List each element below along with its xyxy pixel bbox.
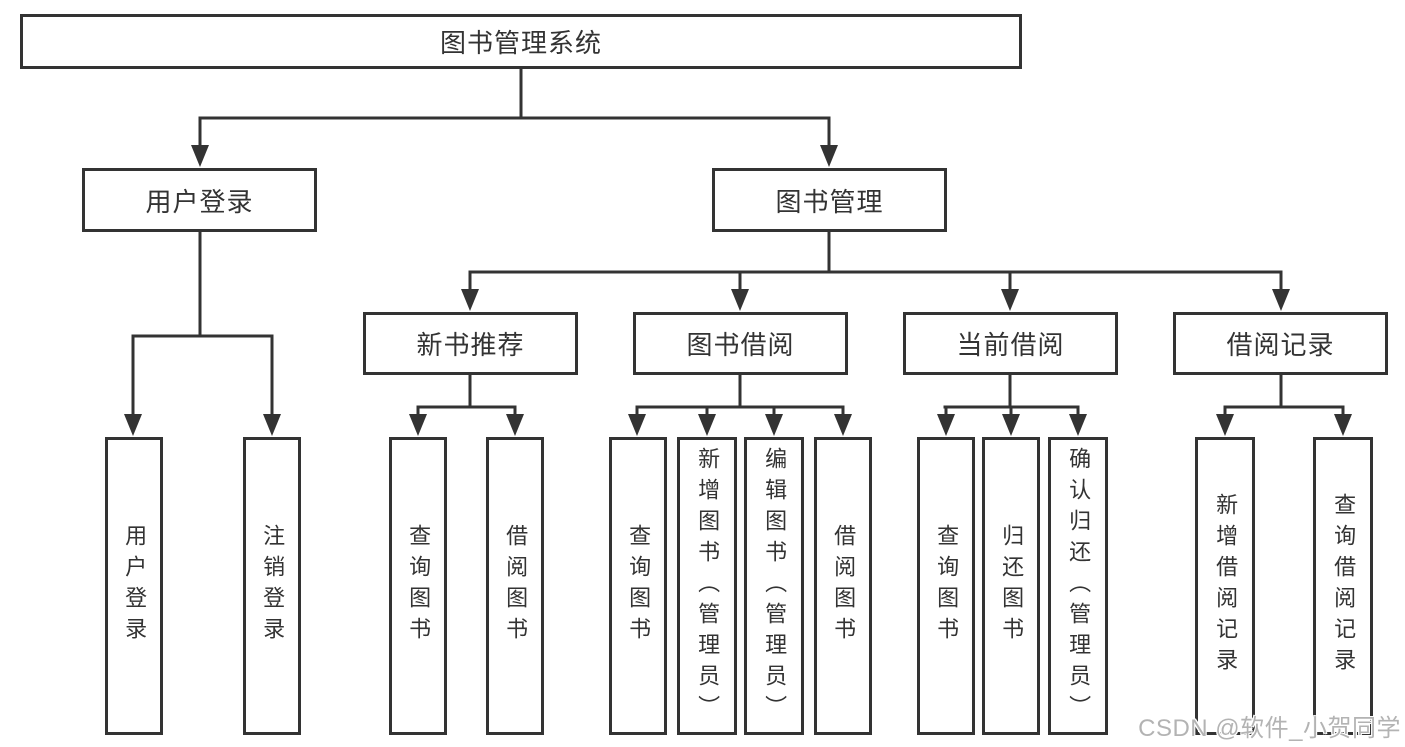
leaf-borrow-book-recommend: 借阅图书 <box>486 437 544 735</box>
leaf-add-borrow-record: 新增借阅记录 <box>1195 437 1255 735</box>
leaf-query-book-borrow: 查询图书 <box>609 437 667 735</box>
node-label: 借阅记录 <box>1226 330 1335 360</box>
node-borrow-record: 借阅记录 <box>1173 312 1388 375</box>
node-new-book-recommend: 新书推荐 <box>363 312 578 375</box>
node-label: 用户登录 <box>122 524 148 648</box>
node-user-login: 用户登录 <box>82 168 317 232</box>
leaf-add-book-admin: 新增图书（管理员） <box>677 437 737 735</box>
node-label: 确认归还（管理员） <box>1066 446 1092 726</box>
node-label: 图书借阅 <box>686 330 795 360</box>
leaf-edit-book-admin: 编辑图书（管理员） <box>744 437 804 735</box>
leaf-query-book-recommend: 查询图书 <box>389 437 447 735</box>
leaf-user-login: 用户登录 <box>105 437 163 735</box>
node-label: 注销登录 <box>260 524 286 648</box>
node-root: 图书管理系统 <box>20 14 1022 69</box>
leaf-logout: 注销登录 <box>243 437 301 735</box>
node-label: 新增借阅记录 <box>1213 493 1239 679</box>
node-label: 查询图书 <box>406 524 432 648</box>
node-label: 归还图书 <box>999 524 1025 648</box>
node-label: 图书管理 <box>775 186 884 217</box>
node-label: 编辑图书（管理员） <box>762 446 788 726</box>
leaf-borrow-book: 借阅图书 <box>814 437 872 735</box>
node-label: 查询图书 <box>626 524 652 648</box>
leaf-query-book-current: 查询图书 <box>917 437 975 735</box>
leaf-confirm-return-admin: 确认归还（管理员） <box>1048 437 1108 735</box>
node-label: 借阅图书 <box>503 524 529 648</box>
csdn-watermark: CSDN @软件_小贺同学 <box>1138 715 1401 742</box>
node-label: 用户登录 <box>145 186 254 217</box>
leaf-query-borrow-record: 查询借阅记录 <box>1313 437 1373 735</box>
node-label: 查询借阅记录 <box>1331 493 1357 679</box>
node-label: 查询图书 <box>934 524 960 648</box>
node-label: 当前借阅 <box>956 330 1065 360</box>
node-label: 图书管理系统 <box>439 28 602 58</box>
node-book-borrow: 图书借阅 <box>633 312 848 375</box>
node-label: 新增图书（管理员） <box>695 446 721 726</box>
arrowhead-icons <box>124 145 1352 436</box>
node-label: 新书推荐 <box>416 330 525 360</box>
node-book-management: 图书管理 <box>712 168 947 232</box>
leaf-return-book: 归还图书 <box>982 437 1040 735</box>
node-label: 借阅图书 <box>831 524 857 648</box>
node-current-borrow: 当前借阅 <box>903 312 1118 375</box>
